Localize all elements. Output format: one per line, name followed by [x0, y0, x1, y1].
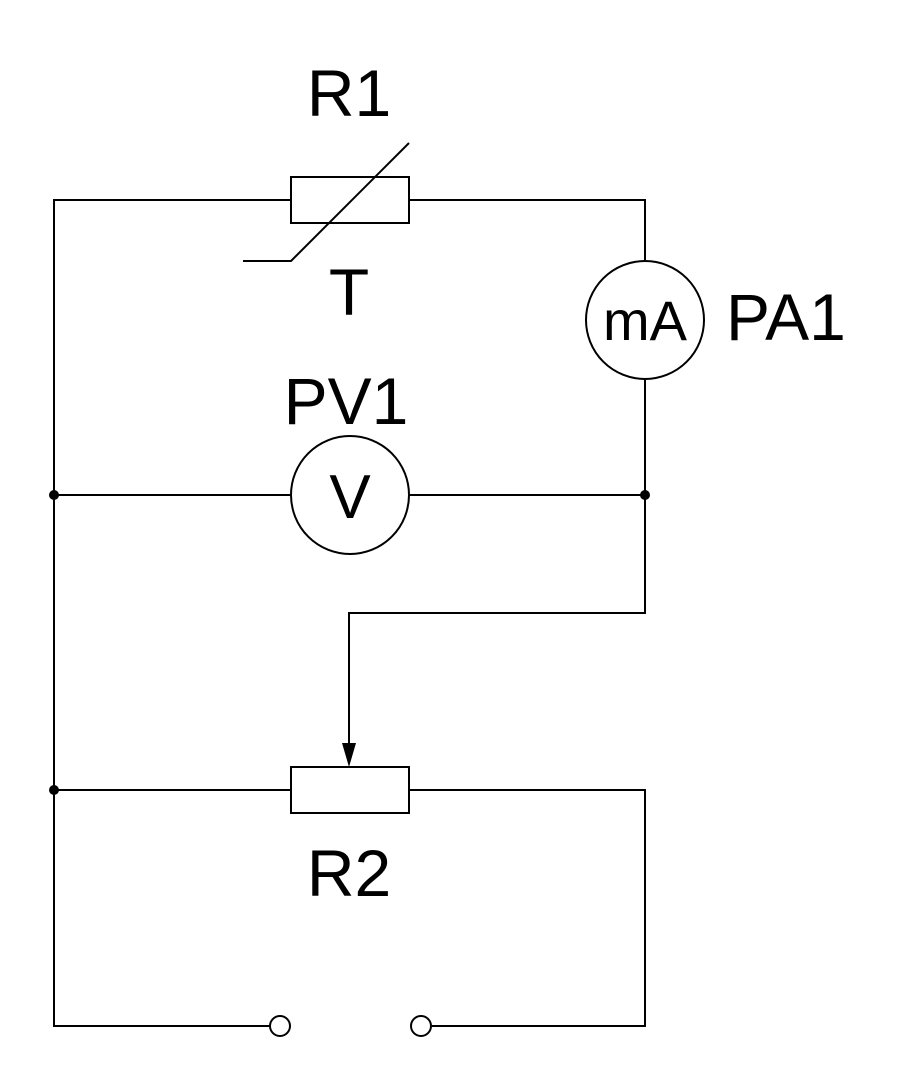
r2-right-wire — [409, 789, 646, 1027]
r2-wiper-arrowhead — [342, 743, 356, 767]
terminals — [269, 1015, 432, 1037]
r1-temperature-slash — [243, 142, 410, 262]
r1-label: R1 — [307, 56, 391, 130]
junction-dot — [49, 490, 59, 500]
r2-body — [290, 766, 410, 814]
junction-dot — [640, 490, 650, 500]
r1-thermistor: R1 T — [243, 56, 410, 329]
top-right-wire — [409, 199, 646, 261]
pv1-circle — [290, 435, 410, 555]
terminal-left — [269, 1015, 291, 1037]
pv1-label: PV1 — [284, 364, 409, 438]
pa1-symbol: mA — [603, 289, 688, 352]
terminal-right — [410, 1015, 432, 1037]
pv1-voltmeter: V PV1 — [284, 364, 410, 555]
pa1-label: PA1 — [726, 280, 846, 354]
r1-body — [290, 176, 410, 224]
pa1-circle — [585, 260, 705, 380]
left-wire — [53, 199, 291, 1027]
junction-dot — [49, 785, 59, 795]
pa1-ammeter: mA PA1 — [585, 260, 846, 380]
junctions — [49, 490, 650, 795]
r1-modifier-label: T — [329, 255, 369, 329]
r2-label: R2 — [307, 836, 391, 910]
r2-potentiometer: R2 — [290, 743, 410, 910]
pv1-symbol: V — [329, 463, 371, 532]
